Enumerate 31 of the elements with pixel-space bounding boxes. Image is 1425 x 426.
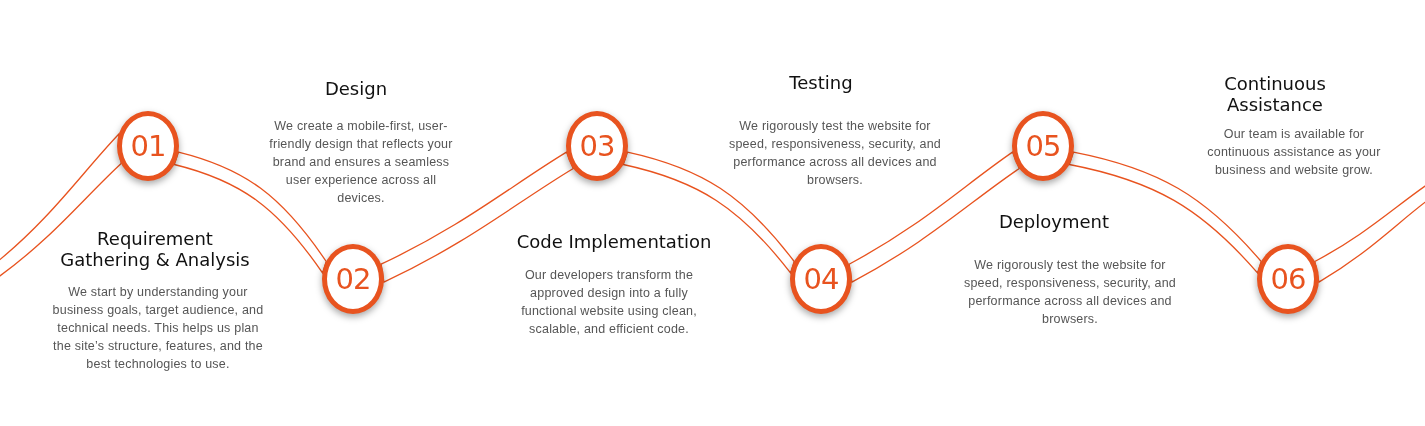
step-number: 01 [130,131,166,161]
connector-line [0,133,122,279]
step-circle [790,244,852,314]
step-number: 02 [335,264,371,294]
step-title: Deployment [997,211,1111,232]
step-title: Continuous Assistance [1223,73,1327,115]
step-description: We start by understanding your business goals, target audience, and technical needs. This helps us plan the site’s structure, features, and the best technologies to use. [51,284,265,373]
connector-line [173,151,327,274]
step-description: We create a mobile-first, user-friendly design that reflects your brand and ensures a seamless user experience across all devices. [268,118,454,207]
step-circle [1012,111,1074,181]
connector-line [380,151,574,283]
step-title: Testing [788,72,854,93]
step-number: 04 [803,264,839,294]
step-number: 05 [1025,131,1061,161]
step-title: Requirement Gathering & Analysis [60,228,250,270]
step-title: Design [323,78,389,99]
step-number: 03 [579,131,615,161]
step-number: 06 [1270,264,1306,294]
step-circle [566,111,628,181]
step-description: We rigorously test the website for speed, responsiveness, security, and performance across all devices and browsers. [963,257,1177,328]
step-circle [117,111,179,181]
connector-line [1068,151,1262,274]
step-description: We rigorously test the website for speed, responsiveness, security, and performance across all devices and browsers. [728,118,942,189]
step-circle [322,244,384,314]
step-title: Code Implementation [515,231,713,252]
step-description: Our developers transform the approved design into a fully functional website using clean, scalable, and efficient code. [520,267,698,338]
step-circle [1257,244,1319,314]
connector-line [622,151,795,274]
connector-line [848,151,1020,283]
connector-line [1314,183,1425,283]
step-description: Our team is available for continuous assistance as your business and website grow. [1206,126,1382,179]
